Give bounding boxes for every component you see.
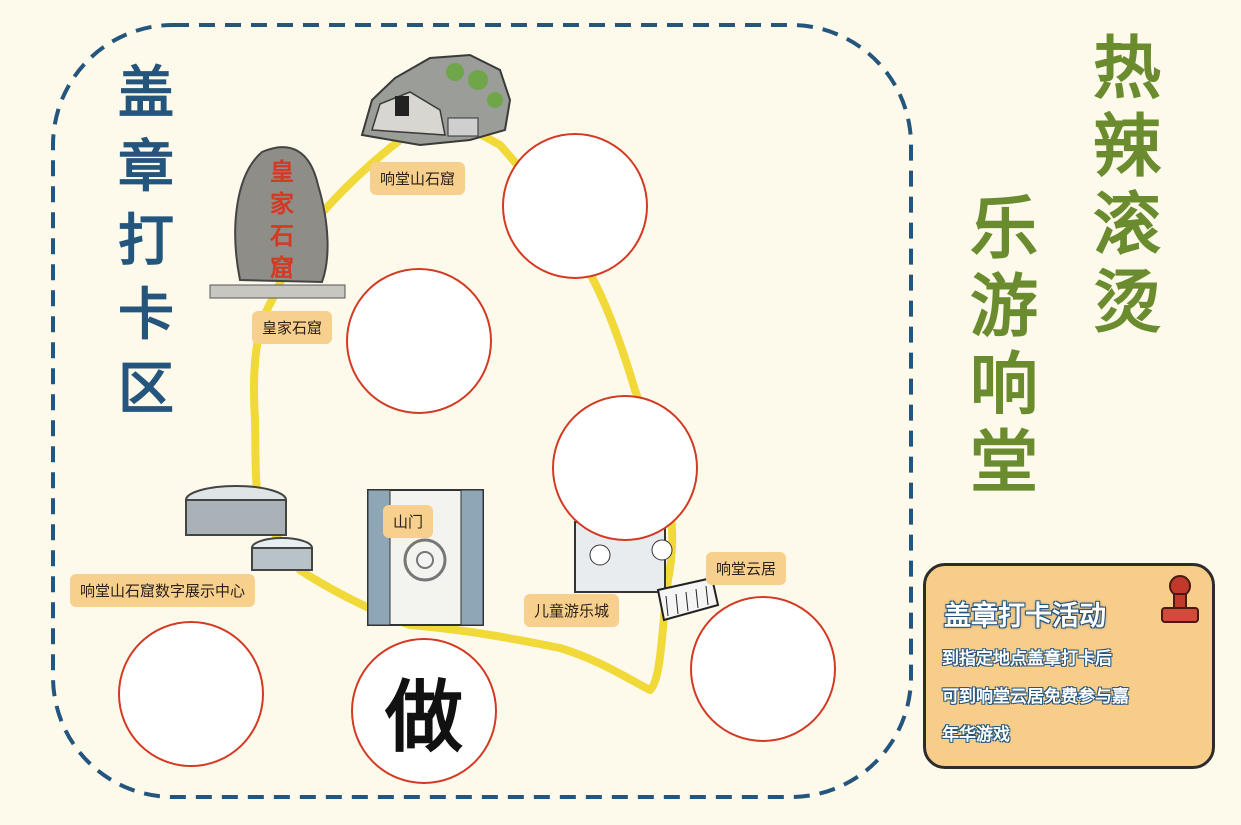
royal-stone-char: 窟 xyxy=(270,253,294,282)
tour-route-line xyxy=(250,108,677,694)
stamp-icon xyxy=(1161,575,1199,623)
royal-grotto-stone-illustration: 皇家石窟 xyxy=(209,146,346,299)
label-digital-center: 响堂山石窟数字展示中心 xyxy=(70,574,256,607)
stamp-zone-border xyxy=(51,23,913,799)
stamp-circle-yunju[interactable] xyxy=(690,596,836,742)
grotto-illustration xyxy=(360,53,512,147)
royal-stone-char: 家 xyxy=(270,189,294,218)
zone-title: 盖 章 打 卡 区 xyxy=(118,60,174,422)
royal-stone-char: 石 xyxy=(269,221,294,250)
royal-stone-char: 皇 xyxy=(270,157,294,186)
activity-title: 盖章打卡活动 xyxy=(944,601,1106,632)
map-subtitle: 乐 游 响 堂 xyxy=(970,189,1039,503)
stamp-circle-xiangtang[interactable] xyxy=(502,133,648,279)
label-yunju: 响堂云居 xyxy=(706,552,787,585)
activity-line-3: 年华游戏 xyxy=(942,725,1010,745)
activity-panel: 盖章打卡活动 到指定地点盖章打卡后 可到响堂云居免费参与嘉 年华游戏 xyxy=(923,563,1215,769)
activity-line-2: 可到响堂云居免费参与嘉 xyxy=(942,687,1129,707)
label-royal-grotto: 皇家石窟 xyxy=(252,311,333,344)
stamp-character: 做 xyxy=(384,672,463,763)
stamp-circle-gate[interactable]: 做 xyxy=(351,638,497,784)
yunju-illustration xyxy=(656,576,720,622)
activity-line-1: 到指定地点盖章打卡后 xyxy=(942,649,1112,669)
label-kids-park: 儿童游乐城 xyxy=(524,594,620,627)
stamp-circle-kids-park[interactable] xyxy=(552,395,698,541)
digital-center-illustration xyxy=(185,485,313,571)
stamp-circle-royal-grotto[interactable] xyxy=(346,268,492,414)
label-xiangtang-grotto: 响堂山石窟 xyxy=(370,162,466,195)
stamp-circle-digital-center[interactable] xyxy=(118,621,264,767)
map-title: 热 辣 滚 烫 xyxy=(1093,29,1162,343)
label-mountain-gate: 山门 xyxy=(383,505,434,538)
